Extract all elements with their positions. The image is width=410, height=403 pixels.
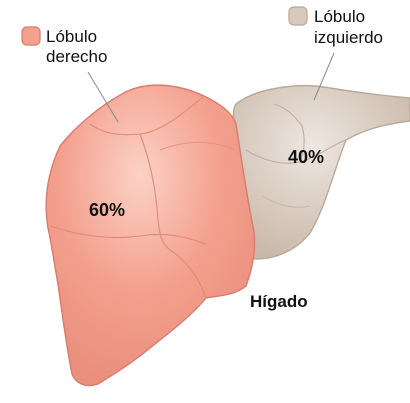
right-lobe-shape [46,85,254,385]
left-lobe-swatch [289,7,307,25]
left-lobe-label-line1: Lóbulo [314,7,365,26]
left-lobe-shape [233,86,410,259]
right-lobe [46,85,254,385]
left-lobe [233,86,410,259]
right-lobe-label-line1: Lóbulo [46,27,97,46]
right-lobe-label-line2: derecho [46,47,107,66]
left-lobe-label-line2: izquierdo [314,28,383,47]
right-lobe-swatch [22,27,40,45]
left-lobe-percent: 40% [288,147,324,167]
right-lobe-percent: 60% [89,200,125,220]
organ-label: Hígado [250,292,308,311]
